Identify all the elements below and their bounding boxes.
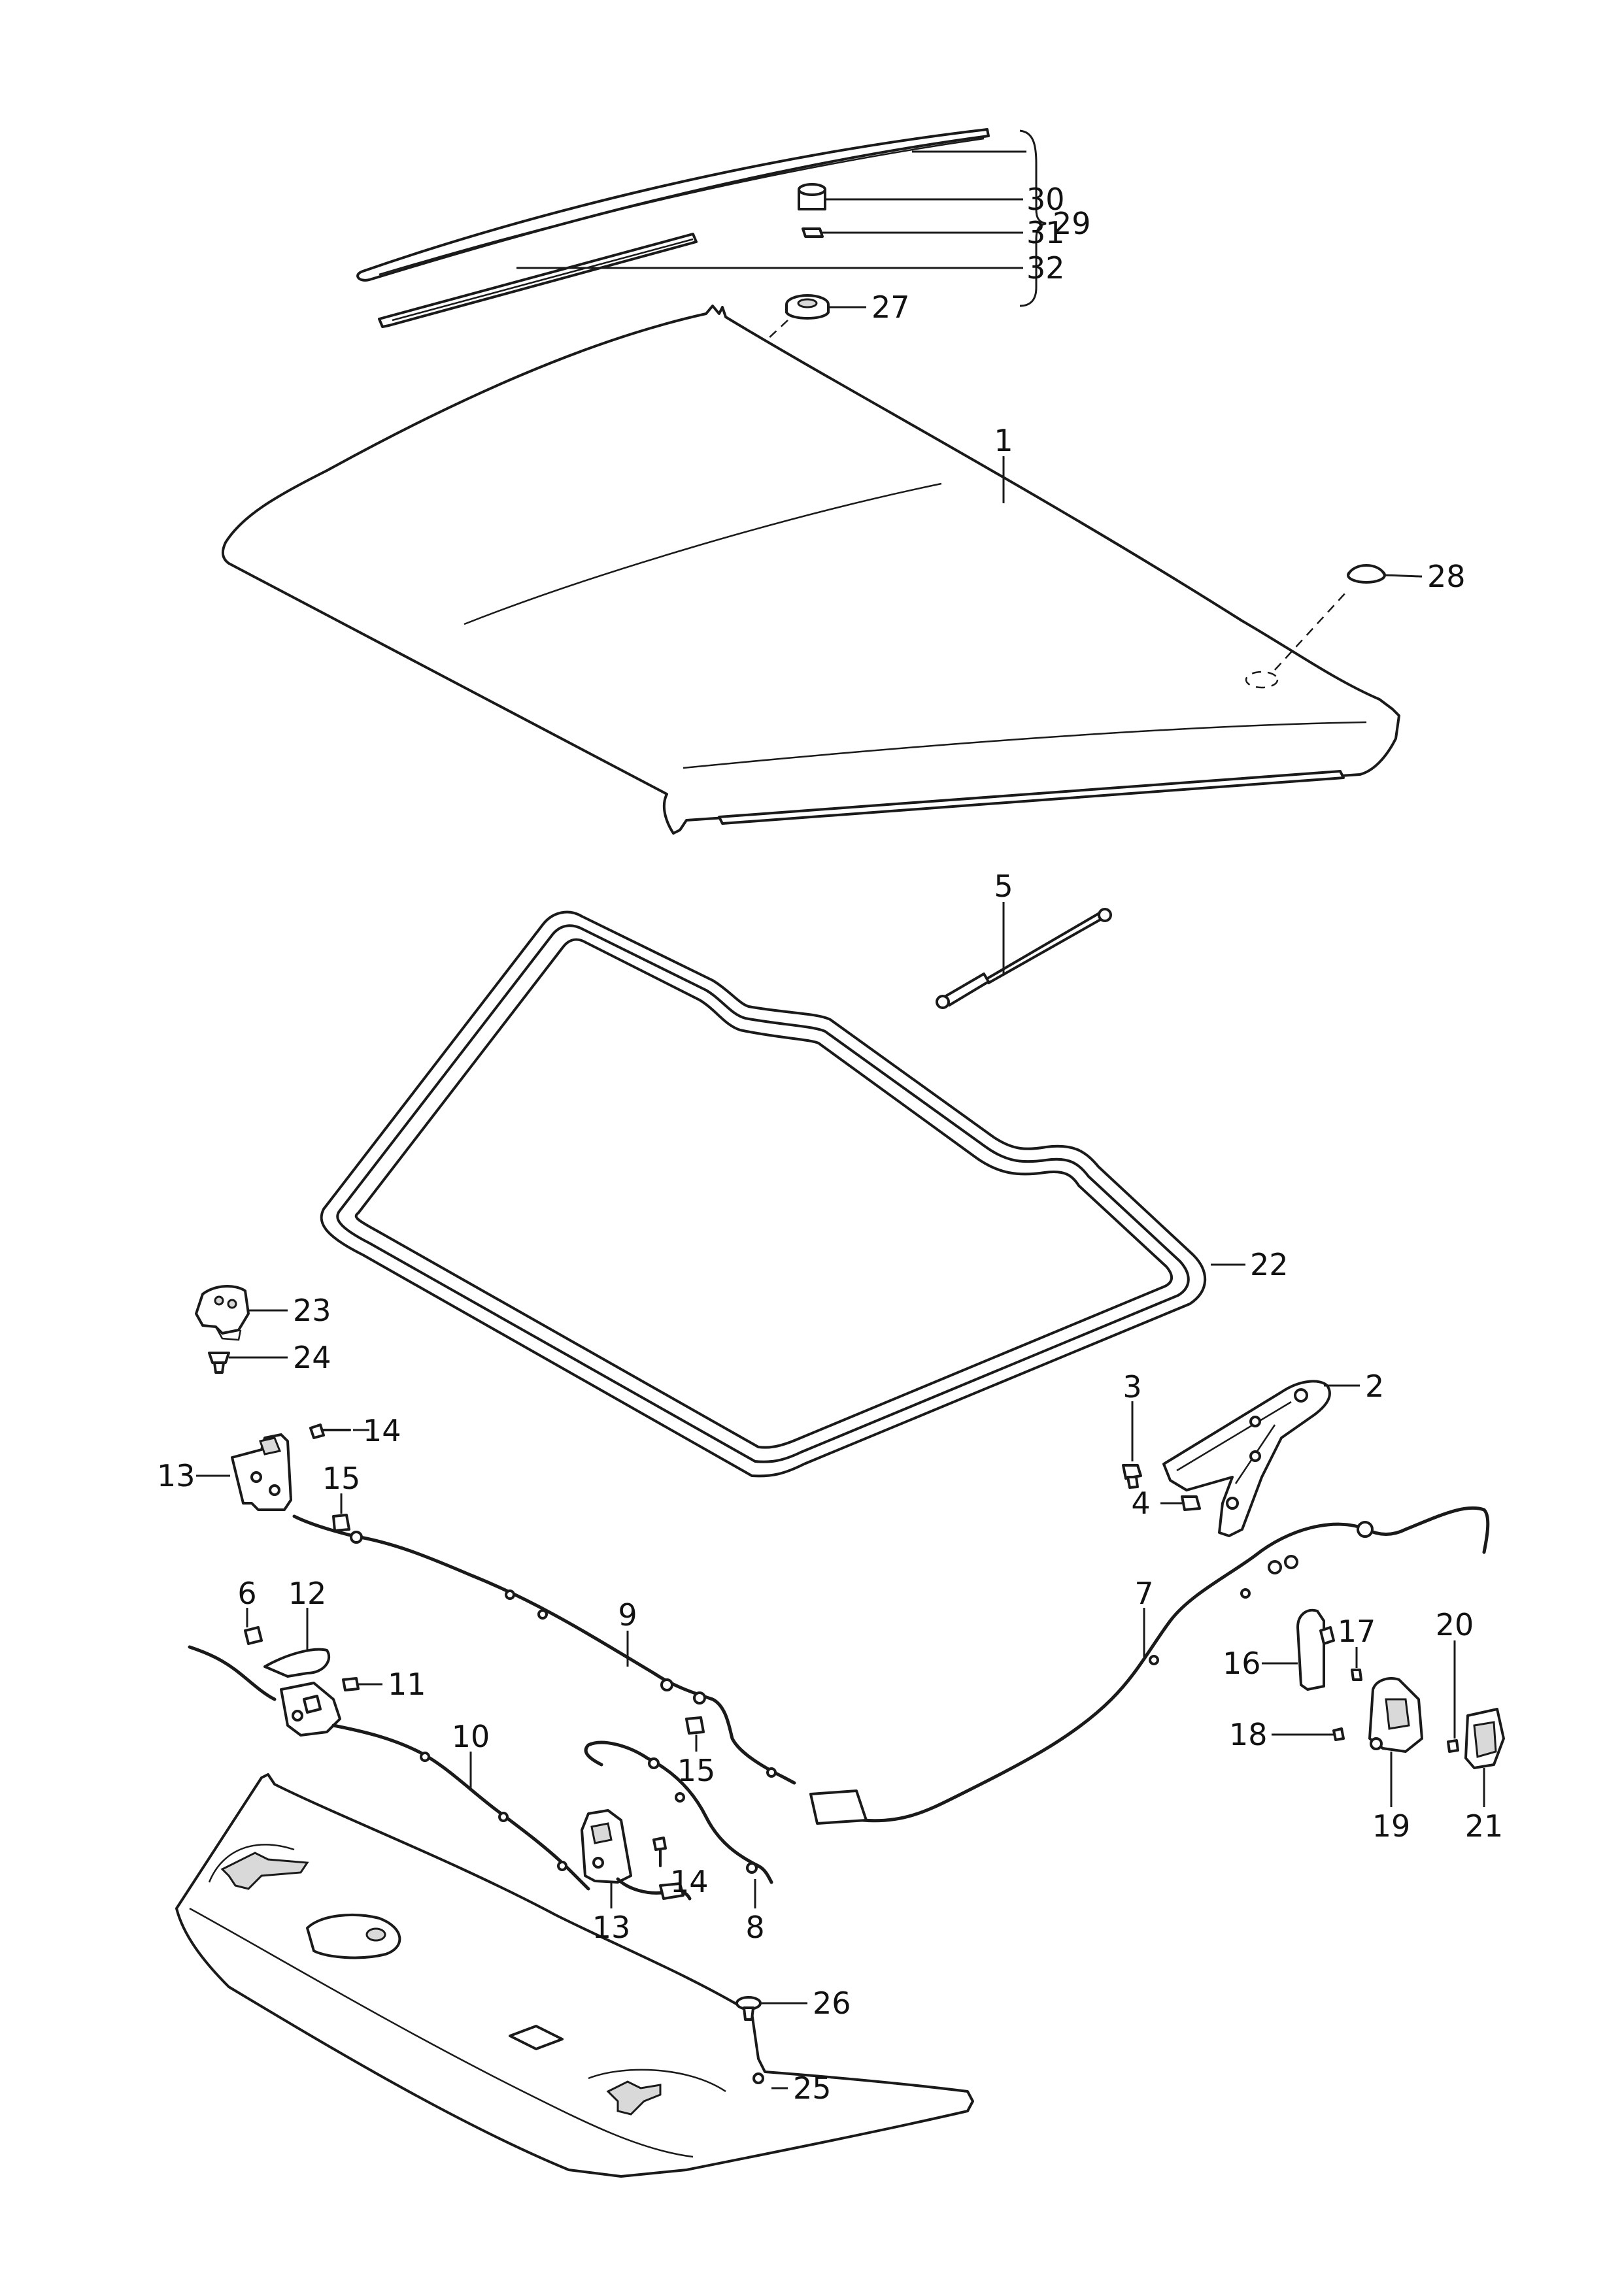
callout-26: 26 (813, 1986, 851, 2021)
cable-9 (292, 1514, 796, 1785)
screw-14-upper (309, 1423, 369, 1439)
clip-26 (735, 1996, 807, 2021)
callout-20: 20 (1436, 1607, 1474, 1642)
bumper-24 (208, 1352, 288, 1374)
bracket-21 (1464, 1708, 1505, 1807)
callout-9: 9 (618, 1597, 637, 1633)
trim-strip-upper (356, 128, 990, 282)
callout-22: 22 (1250, 1247, 1289, 1282)
callout-13-lower: 13 (592, 1910, 631, 1945)
trim-strip-lower (378, 233, 698, 328)
callout-8: 8 (745, 1910, 764, 1945)
clip-15-upper (332, 1493, 350, 1532)
callout-1: 1 (994, 423, 1013, 458)
callout-18: 18 (1229, 1717, 1268, 1752)
clip-31 (802, 227, 824, 238)
latch-13-upper (196, 1433, 292, 1511)
clip-15-lower (685, 1716, 705, 1752)
callout-6: 6 (237, 1576, 256, 1611)
callout-7: 7 (1134, 1576, 1153, 1611)
bracket-29 (1019, 129, 1047, 307)
lever-mechanism (188, 1645, 341, 1737)
screw-17 (1351, 1647, 1362, 1681)
handle-12 (263, 1608, 331, 1678)
callout-21: 21 (1465, 1808, 1504, 1844)
lock-19 (1368, 1677, 1423, 1807)
callout-16: 16 (1223, 1646, 1261, 1681)
latch-13-lower (581, 1809, 692, 1908)
seal-22 (320, 910, 1245, 1478)
callout-2: 2 (1365, 1369, 1384, 1404)
grommet-27 (710, 294, 866, 385)
callout-19: 19 (1372, 1808, 1411, 1844)
screw-20 (1447, 1640, 1459, 1753)
cable-10 (331, 1723, 590, 1891)
callout-24: 24 (293, 1340, 331, 1375)
hinge-2 (1162, 1380, 1360, 1537)
nut-4 (1160, 1495, 1201, 1511)
screw-14-lower (652, 1837, 667, 1867)
clip-30 (798, 183, 826, 210)
cable-8 (584, 1740, 773, 1908)
part-6 (244, 1608, 263, 1645)
callout-5: 5 (994, 869, 1013, 904)
callout-11: 11 (388, 1667, 426, 1702)
striker-23 (195, 1285, 288, 1341)
callout-29: 29 (1053, 206, 1091, 241)
callout-15-lower: 15 (677, 1753, 716, 1788)
callout-31: 31 (1026, 215, 1065, 250)
callout-17: 17 (1338, 1614, 1376, 1649)
callout-14-lower: 14 (670, 1864, 709, 1899)
callout-32: 32 (1026, 250, 1065, 286)
nut-11 (342, 1677, 382, 1691)
callout-4: 4 (1131, 1486, 1150, 1521)
gas-strut (936, 902, 1112, 1009)
callout-23: 23 (293, 1293, 331, 1328)
callout-25: 25 (793, 2071, 832, 2106)
callout-30: 30 (1026, 182, 1065, 217)
screw-18 (1272, 1727, 1345, 1741)
actuator-16 (1262, 1608, 1335, 1691)
callout-13-upper: 13 (157, 1458, 195, 1493)
callout-27: 27 (871, 290, 910, 325)
callout-3: 3 (1123, 1369, 1141, 1405)
callout-28: 28 (1427, 559, 1466, 594)
bolt-3 (1122, 1401, 1142, 1489)
callout-15-upper: 15 (322, 1461, 361, 1496)
callout-14-upper: 14 (363, 1413, 401, 1448)
trunk-lid (221, 305, 1400, 835)
plug-28 (1245, 564, 1423, 689)
callout-10: 10 (452, 1719, 490, 1754)
cable-7 (809, 1506, 1490, 1825)
trim-panel-25 (175, 1773, 974, 2178)
leaders-29-group (516, 150, 1026, 269)
callout-12: 12 (288, 1576, 327, 1611)
